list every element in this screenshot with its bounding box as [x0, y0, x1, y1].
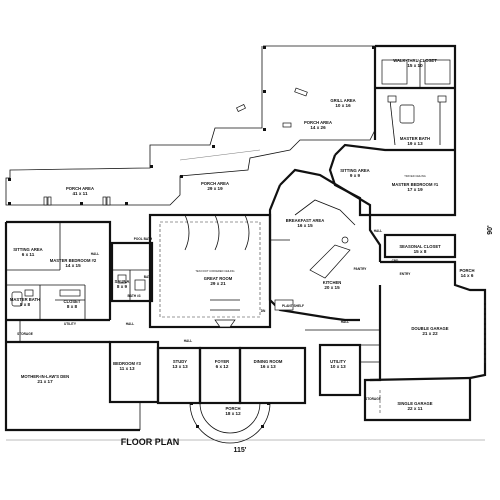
room-name-porch-area-mid: PORCH AREA: [201, 181, 229, 186]
room-name-seasonal-closet: SEASONAL CLOSET: [399, 244, 441, 249]
room-dims-closet-left: 8 x 8: [67, 304, 78, 309]
front-porch-arc: [189, 402, 271, 444]
room-dims-utility: 10 x 13: [330, 364, 346, 369]
room-dims-porch-right: 14 x 6: [461, 273, 474, 278]
room-dims-kitchen: 20 x 15: [324, 285, 340, 290]
garage-doors: [379, 300, 486, 415]
bath-3-label: BATH #3: [127, 294, 140, 298]
room-dims-porch-bottom: 18 x 12: [225, 411, 241, 416]
room-name-master-bedroom-2: MASTER BEDROOM #2: [50, 258, 97, 263]
room-name-master-bath-left: MASTER BATH: [10, 297, 40, 302]
room-name-utility: UTILITY: [330, 359, 346, 364]
left-wing-fixtures: [11, 274, 146, 307]
room-name-walk-thru-closet: WALK-THRU CLOSET: [393, 58, 437, 63]
room-name-master-bedroom-1: MASTER BEDROOM #1: [392, 182, 439, 187]
storage-right-label: STORAGE: [365, 397, 381, 401]
room-dims-porch-area-left: 41 x 11: [72, 191, 88, 196]
room-dims-sitting-area-master: 9 x 9: [350, 173, 361, 178]
room-dims-sauna: 8 x 9: [117, 284, 128, 289]
room-dims-foyer: 6 x 12: [216, 364, 229, 369]
room-name-single-garage: SINGLE GARAGE: [397, 401, 432, 406]
pool-bath-label: POOL BATH: [134, 237, 153, 241]
cpd-label: CPD: [392, 259, 399, 263]
ceiling-notes: TEN FOOT COFFERED CEILING TRAYED CEILING: [195, 174, 425, 273]
bedroom-ceiling-note: TRAYED CEILING: [404, 174, 425, 178]
utility-left-label: UTILITY: [64, 322, 77, 326]
room-dims-mother-in-laws-den: 21 x 17: [37, 379, 53, 384]
room-name-porch-right: PORCH: [459, 268, 474, 273]
room-name-porch-area-top: PORCH AREA: [304, 120, 332, 125]
room-dims-master-bedroom-2: 14 x 15: [65, 263, 81, 268]
room-dims-master-bath: 19 x 13: [407, 141, 423, 146]
master-bath-fixtures: [381, 59, 451, 124]
dn-label: DN: [261, 309, 266, 313]
room-name-sitting-area-master: SITTING AREA: [340, 168, 369, 173]
room-name-closet-left: CLOSET: [64, 299, 81, 304]
hall-left-label: HALL: [91, 252, 100, 256]
room-dims-walk-thru-closet: 15 x 10: [407, 63, 423, 68]
room-dims-seasonal-closet: 15 x 8: [414, 249, 427, 254]
room-dims-single-garage: 22 x 11: [407, 406, 423, 411]
room-dims-double-garage: 21 x 22: [422, 331, 438, 336]
great-room-ceiling-note: TEN FOOT COFFERED CEILING: [195, 269, 234, 273]
room-dims-dining-room: 16 x 13: [260, 364, 276, 369]
room-name-sauna: SAUNA: [115, 279, 130, 284]
pantry-label: PANTRY: [354, 267, 368, 271]
room-name-sitting-area-left: SITTING AREA: [13, 247, 42, 252]
hall-lower-label: HALL: [126, 322, 135, 326]
kitchen-island: [274, 199, 356, 311]
overall-depth-label: 90': [487, 225, 494, 235]
room-name-study: STUDY: [173, 359, 187, 364]
room-dims-master-bedroom-1: 17 x 19: [407, 187, 423, 192]
room-dims-porch-area-top: 14 x 26: [310, 125, 326, 130]
exterior-walls: [4, 44, 487, 432]
room-name-porch-area-left: PORCH AREA: [66, 186, 94, 191]
storage-left-label: STORAGE: [17, 332, 33, 336]
interior-walls: [6, 60, 441, 430]
room-name-grill-area: GRILL AREA: [330, 98, 355, 103]
room-name-great-room: GREAT ROOM: [204, 276, 233, 281]
room-dims-bedroom-3: 11 x 13: [119, 366, 135, 371]
room-name-porch-bottom: PORCH: [225, 406, 240, 411]
floor-plan-caption: FLOOR PLAN: [121, 437, 180, 447]
room-name-kitchen: KITCHEN: [323, 280, 342, 285]
room-name-mother-in-laws-den: MOTHER-IN-LAW'S DEN: [21, 374, 69, 379]
room-name-dining-room: DINING ROOM: [254, 359, 283, 364]
room-dims-great-room: 29 x 21: [210, 281, 226, 286]
room-dims-master-bath-left: 8 x 8: [20, 302, 31, 307]
great-room-details: [159, 214, 261, 328]
porch-outlines: [5, 45, 376, 206]
room-dims-breakfast-area: 16 x 15: [297, 223, 313, 228]
hall-right-label: HALL: [374, 229, 383, 233]
entry-label: ENTRY: [400, 272, 412, 276]
room-dims-study: 13 x 13: [172, 364, 188, 369]
hall-top-label: HALL: [341, 320, 350, 324]
room-name-master-bath: MASTER BATH: [400, 136, 430, 141]
room-dims-grill-area: 10 x 16: [335, 103, 351, 108]
room-name-bedroom-3: BEDROOM #3: [113, 361, 141, 366]
hall-center-label: HALL: [184, 339, 193, 343]
overall-width-label: 115': [234, 447, 247, 454]
room-dims-sitting-area-left: 6 x 11: [22, 252, 35, 257]
bath-label: BATH: [144, 275, 153, 279]
room-name-foyer: FOYER: [215, 359, 229, 364]
small-labels: HALL HALL HALL HALL HALL UTILITY POOL BA…: [17, 229, 411, 401]
room-dims-porch-area-mid: 29 x 19: [207, 186, 223, 191]
plant-shelf-label: PLANT SHELF: [282, 304, 304, 308]
room-name-breakfast-area: BREAKFAST AREA: [286, 218, 324, 223]
room-name-double-garage: DOUBLE GARAGE: [411, 326, 448, 331]
